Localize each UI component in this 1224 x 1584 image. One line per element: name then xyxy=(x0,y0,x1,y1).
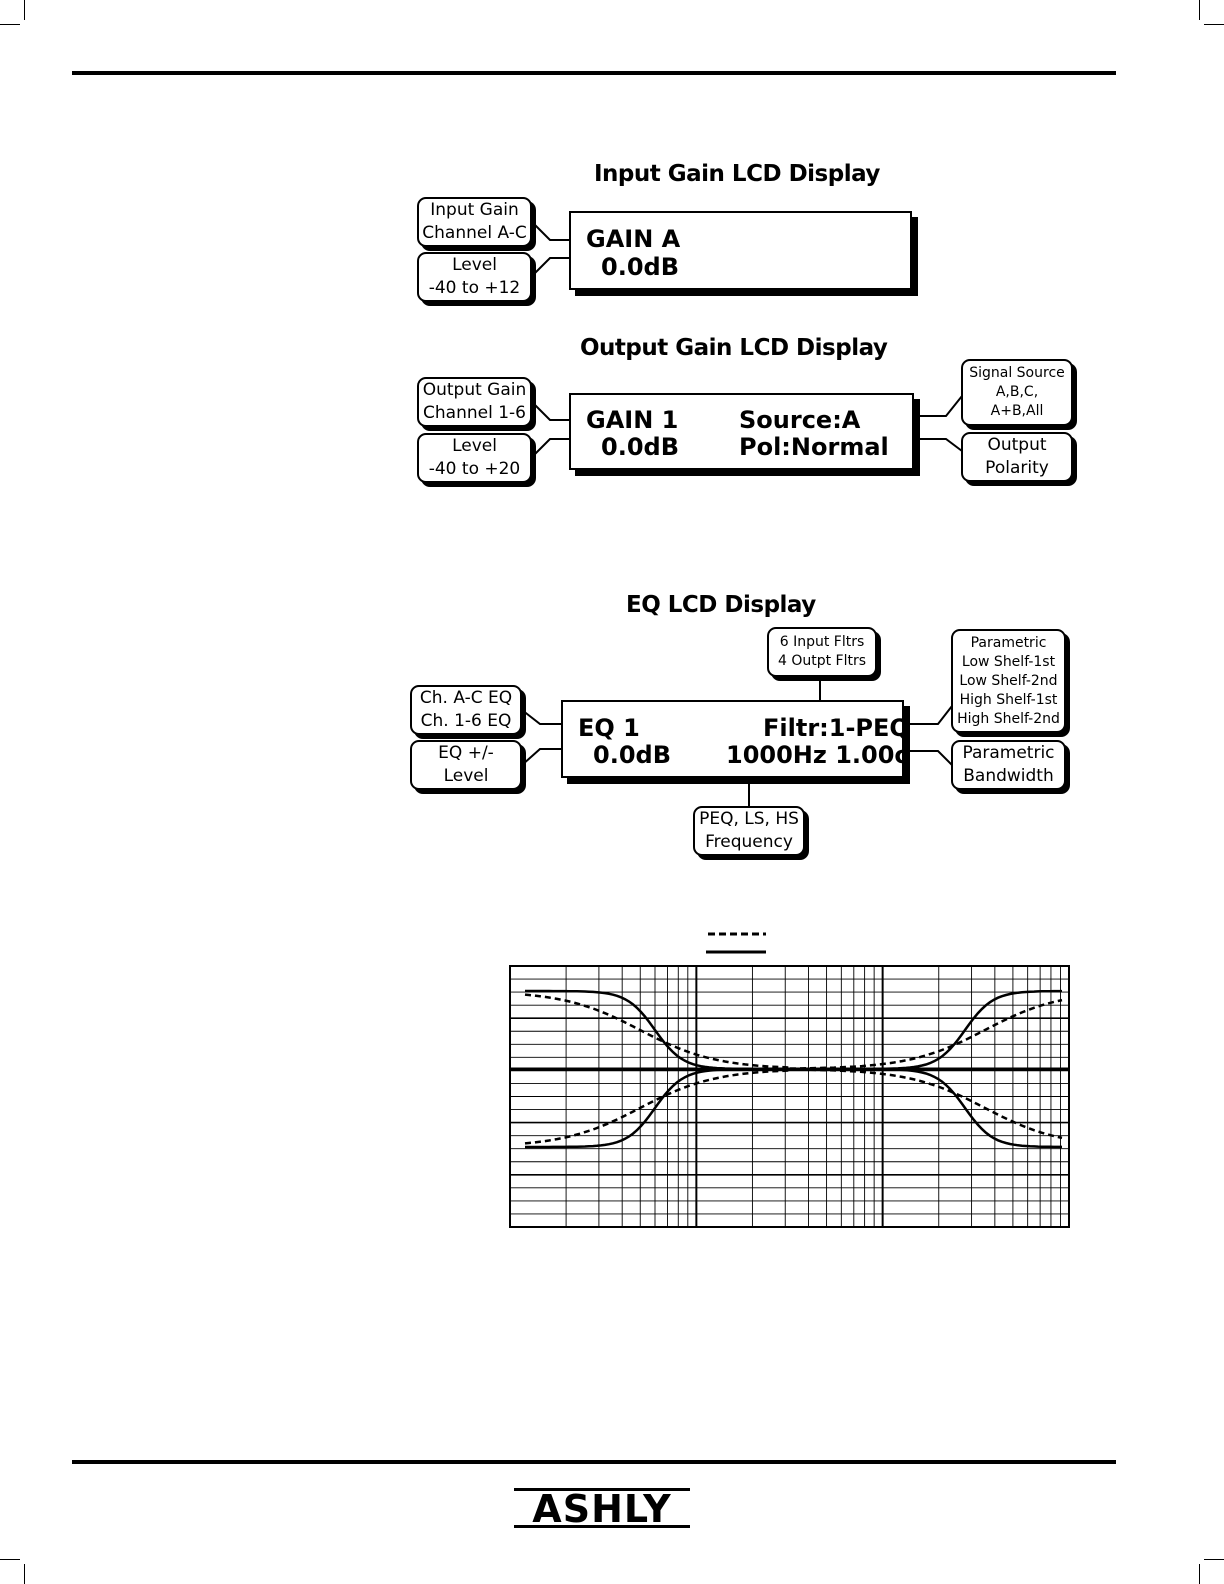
footer-rule xyxy=(72,1460,1116,1464)
callout-line: Output xyxy=(987,435,1047,455)
lcd-line1: GAIN A xyxy=(586,225,681,253)
callout-line: High Shelf-2nd xyxy=(957,710,1060,727)
callout-line: EQ +/- xyxy=(438,743,494,763)
callout-line: A,B,C, xyxy=(995,384,1039,400)
curve-low-shelf-2nd-cut xyxy=(525,1067,789,1149)
crop-mark-bottom-right-v xyxy=(1199,1564,1200,1584)
callout-filter-type: Parametric Low Shelf-1st Low Shelf-2nd H… xyxy=(951,629,1066,733)
chart-legend xyxy=(706,932,766,954)
callout-output-level: Level -40 to +20 xyxy=(417,433,532,483)
callout-line: 6 Input Fltrs xyxy=(779,634,865,650)
callout-line: Parametric xyxy=(962,743,1055,763)
lcd-line2-left: 0.0dB xyxy=(593,741,671,769)
callout-line: Low Shelf-2nd xyxy=(959,672,1058,689)
curve-high-shelf-1st-boost xyxy=(790,998,1063,1070)
lcd-line2: 0.0dB xyxy=(601,253,679,281)
callout-eq-channel: Ch. A-C EQ Ch. 1-6 EQ xyxy=(410,685,522,735)
callout-line: -40 to +12 xyxy=(428,278,521,298)
callout-filter-count: 6 Input Fltrs 4 Outpt Fltrs xyxy=(767,627,877,677)
curve-high-shelf-2nd-cut xyxy=(790,1067,1062,1149)
callout-parametric-bandwidth: Parametric Bandwidth xyxy=(951,740,1066,790)
ashly-logo: ASHLY xyxy=(514,1487,690,1531)
callout-line: Signal Source xyxy=(969,365,1065,381)
logo-text: ASHLY xyxy=(532,1487,672,1531)
callout-line: 4 Outpt Fltrs xyxy=(777,653,867,669)
callout-line: Bandwidth xyxy=(963,766,1054,786)
lcd-line2-left: 0.0dB xyxy=(601,433,679,461)
chart-grid xyxy=(510,966,1069,1227)
callout-line: Level xyxy=(452,436,497,456)
lcd-line2-right: 1000Hz 1.00o xyxy=(726,741,911,769)
header-rule xyxy=(72,71,1116,75)
callout-line: Ch. A-C EQ xyxy=(419,688,513,708)
lcd-line1-right: Source:A xyxy=(739,406,861,434)
lcd-line1-left: GAIN 1 xyxy=(586,406,679,434)
crop-mark-top-left-h xyxy=(0,24,20,25)
lcd-line2-right: Pol:Normal xyxy=(739,433,889,461)
crop-mark-bottom-left-v xyxy=(24,1564,25,1584)
chart-frame xyxy=(509,965,1070,1228)
logo-bar-bottom xyxy=(514,1525,690,1528)
callout-line: Polarity xyxy=(985,458,1049,478)
callout-line: -40 to +20 xyxy=(428,459,521,479)
crop-mark-top-right-v xyxy=(1199,0,1200,20)
callout-input-gain-channel: Input Gain Channel A-C xyxy=(417,197,532,247)
callout-output-polarity: Output Polarity xyxy=(961,432,1073,482)
callout-line: High Shelf-1st xyxy=(959,691,1058,708)
lcd-line1-right: Filtr:1-PEQ xyxy=(763,714,910,742)
callout-signal-source: Signal Source A,B,C, A+B,All xyxy=(961,359,1073,426)
callout-line: Low Shelf-1st xyxy=(961,653,1056,670)
callout-line: Output Gain xyxy=(422,380,527,400)
crop-mark-bottom-right-h xyxy=(1204,1559,1224,1560)
callout-line: Input Gain xyxy=(430,200,519,220)
curve-low-shelf-1st-boost xyxy=(524,993,790,1069)
crop-mark-top-right-h xyxy=(1204,24,1224,25)
output-gain-title: Output Gain LCD Display xyxy=(580,335,888,361)
input-gain-title: Input Gain LCD Display xyxy=(594,161,880,187)
callout-line: A+B,All xyxy=(990,403,1044,419)
callout-input-level: Level -40 to +12 xyxy=(417,252,532,302)
callout-line: Level xyxy=(452,255,497,275)
eq-lcd: EQ 1 Filtr:1-PEQ 0.0dB 1000Hz 1.00o xyxy=(561,700,911,778)
input-gain-lcd: GAIN A 0.0dB xyxy=(569,211,912,290)
lcd-line1-left: EQ 1 xyxy=(578,714,640,742)
callout-peq-frequency: PEQ, LS, HS Frequency xyxy=(693,806,805,856)
callout-line: Ch. 1-6 EQ xyxy=(420,711,512,731)
callout-line: Frequency xyxy=(705,832,793,852)
callout-eq-level: EQ +/- Level xyxy=(410,740,522,790)
curve-high-shelf-1st-cut xyxy=(790,1068,1063,1140)
output-gain-lcd: GAIN 1 Source:A 0.0dB Pol:Normal xyxy=(569,393,914,470)
crop-mark-top-left-v xyxy=(24,0,25,20)
crop-mark-bottom-left-h xyxy=(0,1559,20,1560)
eq-title: EQ LCD Display xyxy=(626,592,816,618)
callout-line: PEQ, LS, HS xyxy=(699,809,799,829)
callout-line: Parametric xyxy=(970,634,1047,651)
curve-low-shelf-1st-cut xyxy=(524,1069,790,1145)
callout-line: Channel A-C xyxy=(422,223,527,243)
callout-line: Channel 1-6 xyxy=(423,403,526,423)
logo-bar-top xyxy=(514,1488,690,1491)
callout-output-gain-channel: Output Gain Channel 1-6 xyxy=(417,377,532,427)
callout-line: Level xyxy=(443,766,489,786)
